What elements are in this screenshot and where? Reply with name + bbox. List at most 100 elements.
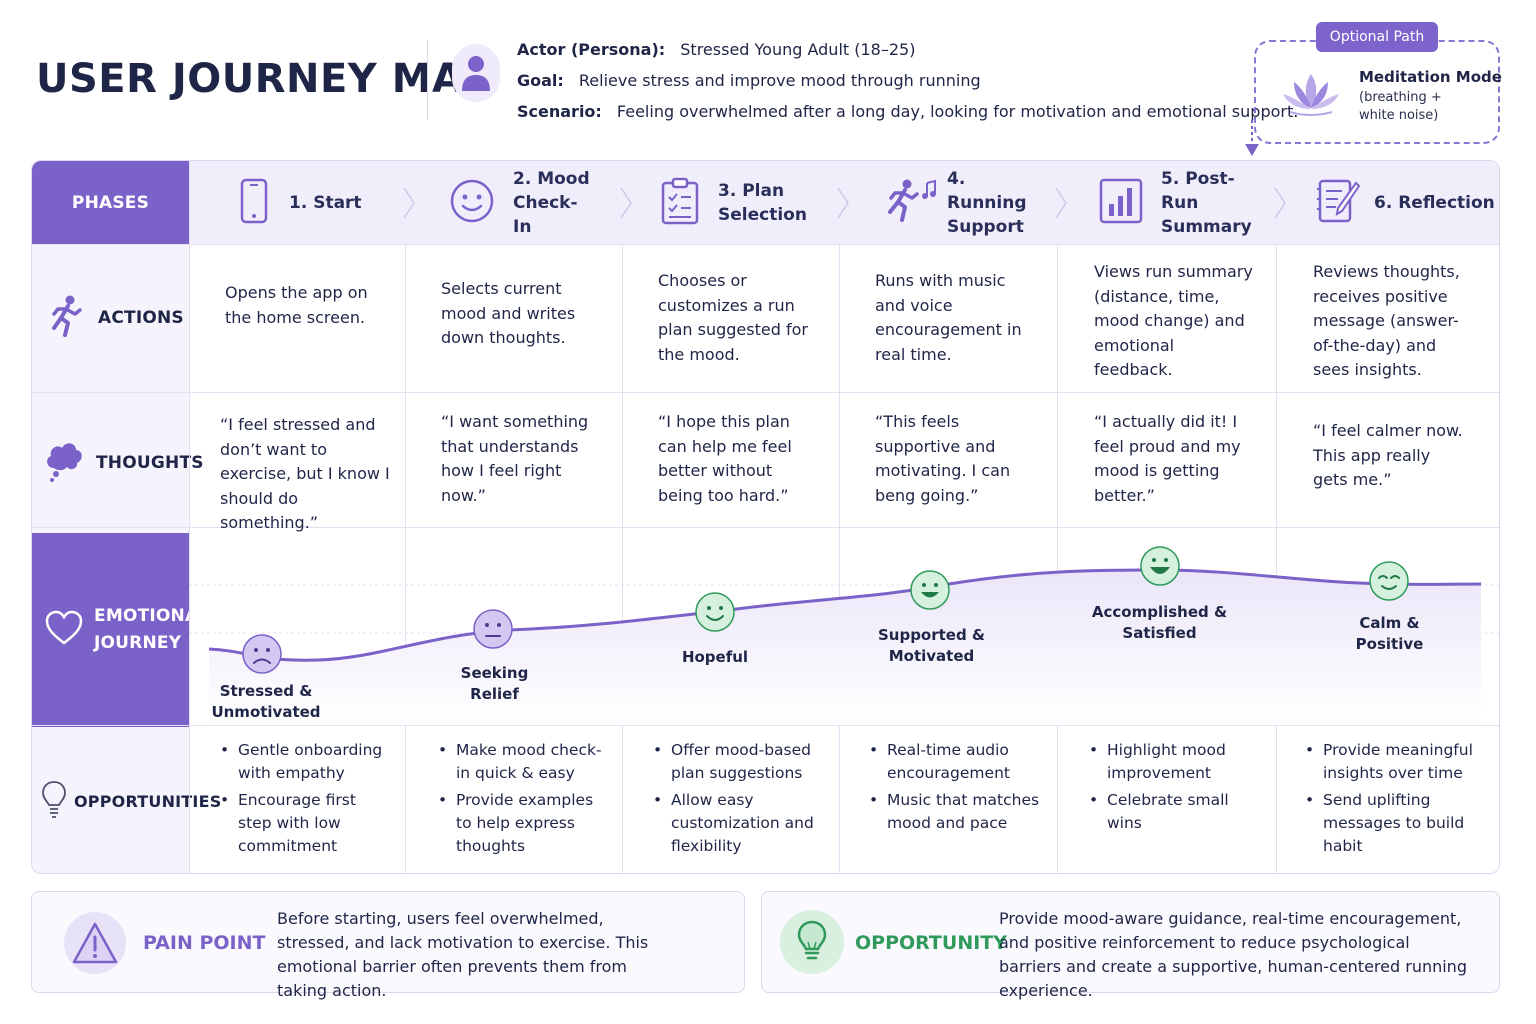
grid-line [1057, 244, 1058, 873]
phases-band [189, 161, 1499, 244]
content-face-icon [1369, 561, 1409, 601]
emotion-label: Accomplished & Satisfied [1091, 603, 1228, 642]
optional-path-subtitle: (breathing + white noise) [1359, 90, 1442, 123]
action-text: Views run summary (distance, time, mood … [1094, 262, 1253, 379]
list-item: Provide meaningful insights over time [1305, 739, 1485, 785]
header-divider [427, 40, 428, 120]
thought-text: “I actually did it! I feel proud and my … [1094, 412, 1241, 505]
warning-icon [64, 912, 126, 974]
actor-row: Actor (Persona): Stressed Young Adult (1… [517, 40, 915, 59]
row-header-actions-label: ACTIONS [98, 308, 184, 328]
phase-reflection: 6. Reflection [1276, 161, 1499, 244]
row-header-opportunities-label: OPPORTUNITIES [74, 791, 222, 811]
heart-icon [44, 609, 84, 651]
row-header-emotional-label: EMOTIONAL JOURNEY [94, 606, 210, 653]
grid-line [839, 244, 840, 873]
journal-icon [1316, 177, 1361, 229]
row-header-actions: ACTIONS [32, 244, 189, 392]
persona-avatar-icon [452, 44, 500, 102]
grin-face-icon [910, 570, 950, 610]
phase-label: 5. Post-Run Summary [1161, 168, 1252, 237]
opportunity-list: Make mood check-in quick & easy Provide … [438, 739, 608, 862]
pain-point-text: Before starting, users feel overwhelmed,… [277, 909, 649, 1000]
thought-bubble-icon [44, 438, 84, 488]
row-header-phases: PHASES [32, 161, 189, 244]
thought-text: “I feel stressed and don’t want to exerc… [220, 415, 390, 532]
runner-icon [48, 294, 84, 342]
row-header-opportunities: OPPORTUNITIES [32, 727, 221, 873]
grid-line [32, 244, 1499, 245]
emotional-journey-curve [189, 568, 1499, 725]
grid-line [622, 244, 623, 873]
list-item: Make mood check-in quick & easy [438, 739, 608, 785]
emotion-label: Supported & Motivated [877, 626, 986, 665]
list-item: Allow easy customization and flexibility [653, 789, 823, 858]
actor-value: Stressed Young Adult (18–25) [680, 40, 916, 59]
optional-path-pill: Optional Path [1316, 22, 1438, 52]
opportunity-list: Highlight mood improvement Celebrate sma… [1089, 739, 1259, 839]
lotus-icon [1280, 68, 1342, 122]
opportunity-card: OPPORTUNITY Provide mood-aware guidance,… [761, 891, 1500, 1000]
list-item: Highlight mood improvement [1089, 739, 1259, 785]
smiley-icon [449, 178, 495, 228]
smile-face-icon [695, 592, 735, 632]
thought-text: “I feel calmer now. This app really gets… [1313, 421, 1463, 489]
phone-icon [239, 178, 269, 228]
phase-label: 2. Mood Check-In [513, 168, 590, 237]
chevron-right-icon [1274, 187, 1286, 219]
opportunity-list: Offer mood-based plan suggestions Allow … [653, 739, 823, 862]
chevron-right-icon [1055, 187, 1067, 219]
thought-text: “I hope this plan can help me feel bette… [658, 412, 792, 505]
row-header-thoughts-label: THOUGHTS [96, 452, 204, 473]
phase-post-run-summary: 5. Post-Run Summary [1057, 161, 1276, 244]
bar-chart-icon [1099, 178, 1143, 228]
emotion-label: Calm & Positive [1355, 614, 1424, 653]
emotion-label: Stressed & Unmotivated [211, 682, 321, 721]
phase-plan-selection: 3. Plan Selection [622, 161, 839, 244]
chevron-right-icon [620, 187, 632, 219]
list-item: Music that matches mood and pace [869, 789, 1044, 835]
grid-line [32, 527, 1499, 528]
phase-label: 3. Plan Selection [718, 180, 807, 225]
list-item: Send uplifting messages to build habit [1305, 789, 1485, 858]
checklist-icon [660, 177, 700, 229]
action-text: Chooses or customizes a run plan suggest… [658, 271, 808, 364]
goal-row: Goal: Relieve stress and improve mood th… [517, 71, 981, 90]
pain-point-card: PAIN POINT Before starting, users feel o… [31, 891, 745, 1000]
pain-point-title: PAIN POINT [143, 932, 266, 954]
lightbulb-icon [40, 779, 68, 823]
row-header-thoughts: THOUGHTS [32, 392, 204, 533]
opportunity-list: Gentle onboarding with empathy Encourage… [220, 739, 390, 862]
goal-value: Relieve stress and improve mood through … [578, 71, 981, 90]
opportunity-list: Real-time audio encouragement Music that… [869, 739, 1044, 839]
scenario-label: Scenario: [517, 102, 602, 121]
phase-start: 1. Start [189, 161, 405, 244]
grid-line [32, 392, 1499, 393]
thought-text: “I want something that understands how I… [441, 412, 589, 505]
opportunity-list: Provide meaningful insights over time Se… [1305, 739, 1485, 862]
actor-label: Actor (Persona): [517, 40, 666, 59]
phase-label: 4. Running Support [947, 168, 1027, 237]
sad-face-icon [242, 634, 282, 674]
neutral-face-icon [473, 609, 513, 649]
list-item: Gentle onboarding with empathy [220, 739, 390, 785]
big-grin-face-icon [1140, 546, 1180, 586]
grid-line [189, 161, 190, 873]
scenario-value: Feeling overwhelmed after a long day, lo… [616, 102, 1299, 121]
opportunity-text: Provide mood-aware guidance, real-time e… [999, 909, 1467, 1000]
row-header-emotional: EMOTIONAL JOURNEY [32, 533, 210, 727]
scenario-row: Scenario: Feeling overwhelmed after a lo… [517, 102, 1298, 121]
goal-label: Goal: [517, 71, 564, 90]
grid-line [1276, 244, 1277, 873]
list-item: Offer mood-based plan suggestions [653, 739, 823, 785]
list-item: Celebrate small wins [1089, 789, 1259, 835]
page-title: USER JOURNEY MAP [36, 56, 494, 102]
chevron-right-icon [837, 187, 849, 219]
runner-music-icon [885, 177, 939, 229]
chevron-right-icon [403, 187, 415, 219]
journey-grid: PHASES ACTIONS THOUGHTS [31, 160, 1500, 874]
thought-text: “This feels supportive and motivating. I… [875, 412, 1011, 505]
action-text: Runs with music and voice encouragement … [875, 271, 1022, 364]
row-header-phases-label: PHASES [71, 192, 150, 213]
grid-line [405, 244, 406, 873]
